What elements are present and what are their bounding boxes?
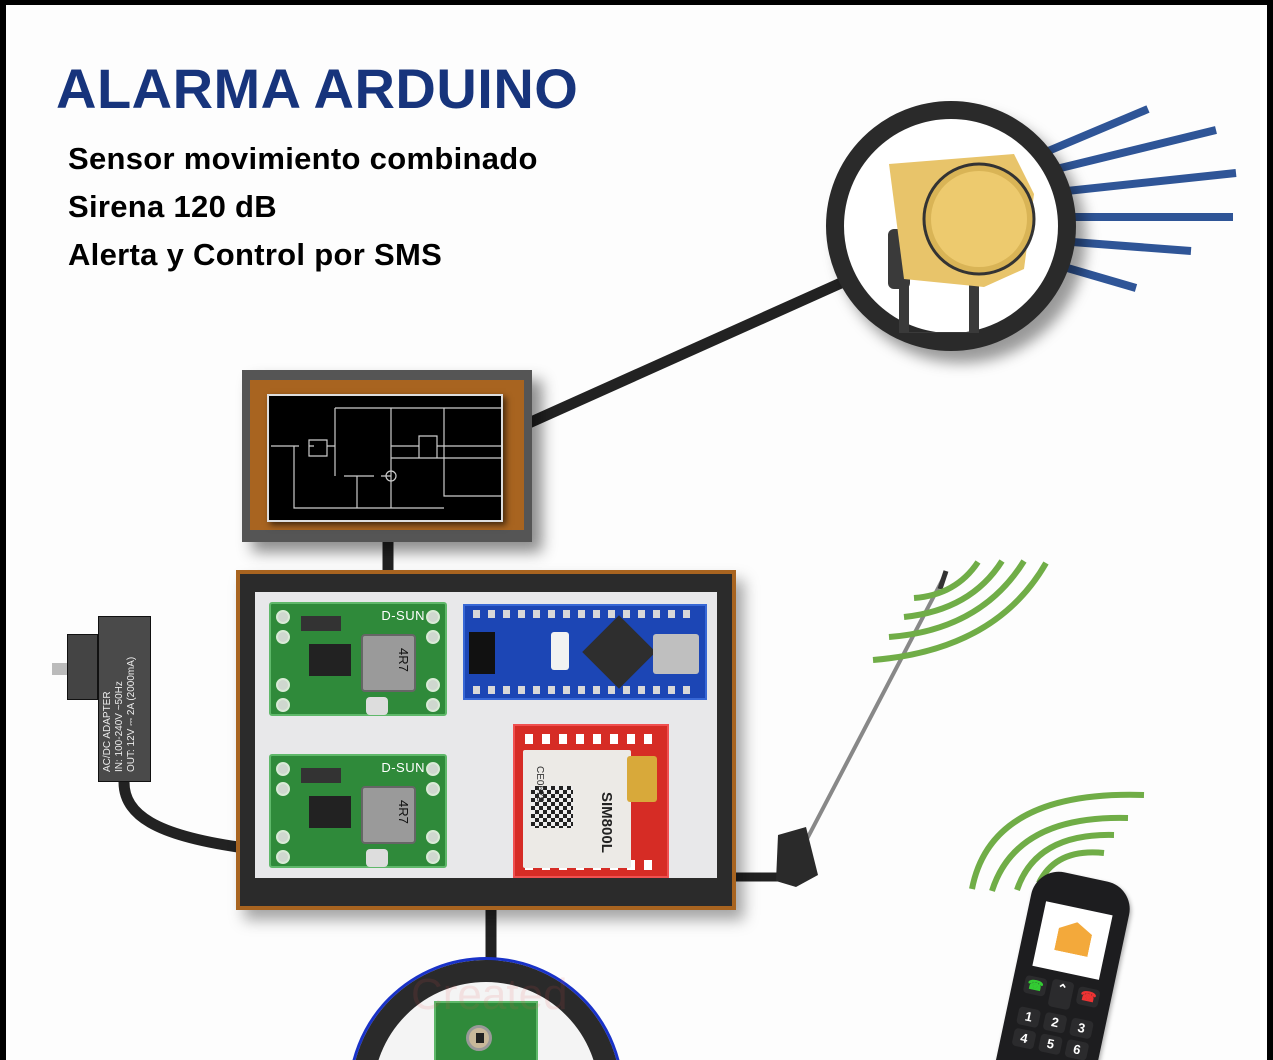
- schematic-frame: [242, 370, 532, 542]
- siren-circle: [826, 101, 1076, 351]
- envelope-icon: [1054, 919, 1094, 957]
- call-key-icon: ☎: [1022, 974, 1048, 997]
- antenna-base: [776, 827, 818, 887]
- keypad-key: 4: [1011, 1027, 1037, 1050]
- inductor-label: 4R7: [396, 648, 411, 672]
- end-key-icon: ☎: [1075, 985, 1101, 1009]
- feature-item: Sirena 120 dB: [68, 189, 277, 224]
- phone-screen: [1032, 901, 1113, 980]
- buck-converter-2: 4R7 D-SUN: [269, 754, 447, 868]
- signal-waves-icon: [872, 559, 1049, 663]
- brand-label: D-SUN: [381, 760, 425, 775]
- watermark: Created: [411, 970, 568, 1019]
- keypad-key: 3: [1068, 1017, 1095, 1040]
- power-adapter: [98, 616, 151, 782]
- page-title: ALARMA ARDUINO: [56, 57, 579, 120]
- adapter-cable: [118, 781, 239, 853]
- pir-lens-icon: [466, 1025, 492, 1051]
- feature-item: Alerta y Control por SMS: [68, 237, 443, 272]
- siren-icon: [888, 154, 1036, 342]
- ce-mark: CE0678: [534, 766, 545, 803]
- feature-list: Sensor movimiento combinado Sirena 120 d…: [68, 139, 538, 283]
- controller-board: 4R7 D-SUN 4R7 D-SUN: [236, 570, 736, 910]
- adapter-label: AC/DC ADAPTER IN: 100-240V ~50Hz OUT: 12…: [102, 656, 137, 772]
- board-panel: 4R7 D-SUN 4R7 D-SUN: [255, 592, 717, 878]
- gsm-module-name: SIM800L: [598, 792, 615, 853]
- gsm-module-sim800l: SIM800L CE0678: [513, 724, 669, 878]
- keypad-key: 1: [1015, 1006, 1042, 1029]
- brand-label: D-SUN: [381, 608, 425, 623]
- arduino-nano-board: [463, 604, 707, 700]
- wire-schematic-siren: [488, 277, 844, 446]
- circuit-schematic: [267, 394, 509, 522]
- adapter-prong: [52, 663, 67, 675]
- nav-key-icon: ⌃: [1047, 978, 1075, 1011]
- keypad-key: 5: [1037, 1033, 1064, 1056]
- feature-item: Sensor movimiento combinado: [68, 141, 538, 176]
- inductor-label: 4R7: [396, 800, 411, 824]
- keypad-key: 2: [1042, 1011, 1068, 1034]
- antenna-rod: [794, 572, 948, 861]
- buck-converter-1: 4R7 D-SUN: [269, 602, 447, 716]
- adapter-plug: [67, 634, 98, 700]
- pir-motion-sensor: [434, 1001, 538, 1060]
- keypad-key: 6: [1064, 1038, 1090, 1060]
